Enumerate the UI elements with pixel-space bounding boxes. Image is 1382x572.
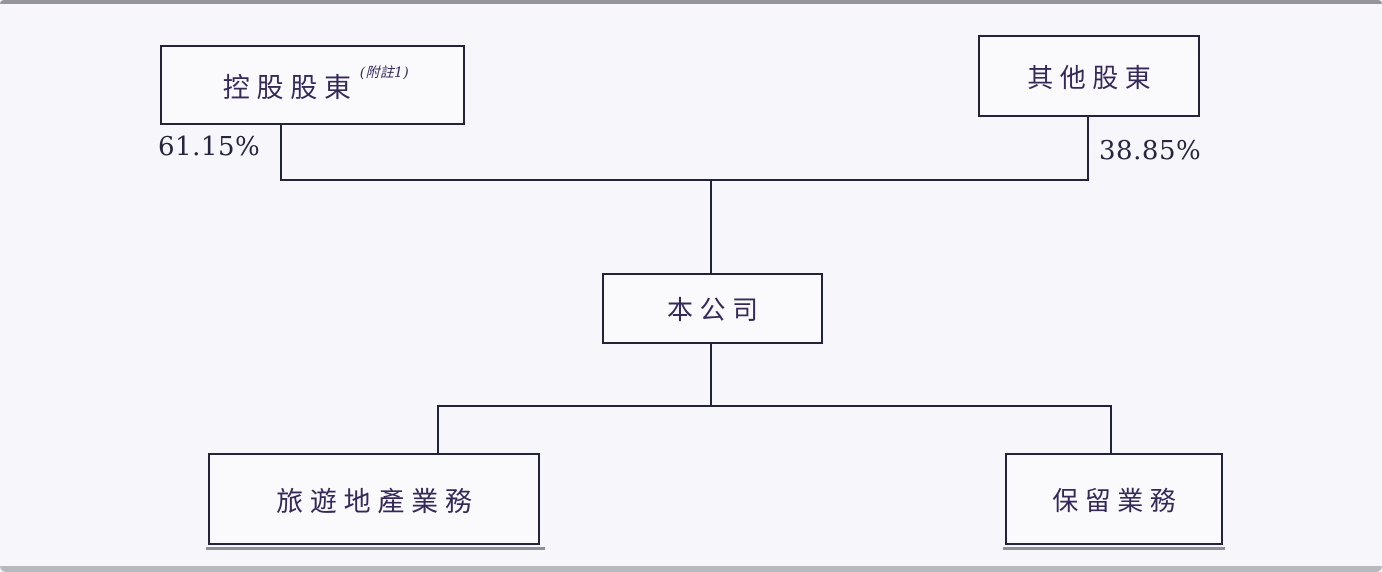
connector-other-drop bbox=[1087, 116, 1089, 180]
node-tourism-property-business-label: 旅遊地產業務 bbox=[276, 486, 479, 518]
node-controlling-shareholders: 控股股東(附註1) bbox=[160, 45, 465, 125]
node-retained-business-label: 保留業務 bbox=[1052, 486, 1183, 517]
note-1-superscript: (附註1) bbox=[359, 65, 409, 81]
connector-to-company bbox=[710, 179, 712, 274]
top-edge-bar bbox=[0, 0, 1382, 4]
connector-retained-drop bbox=[1110, 405, 1112, 454]
connector-controlling-drop bbox=[280, 124, 282, 180]
tourism-box-shadow-line bbox=[206, 547, 545, 550]
node-the-company: 本公司 bbox=[602, 273, 823, 344]
controlling-ownership-percentage: 61.15% bbox=[158, 132, 261, 162]
bottom-edge-bar bbox=[0, 566, 1382, 572]
connector-bottom-horizontal bbox=[437, 405, 1112, 407]
retained-box-shadow-line bbox=[1003, 547, 1225, 550]
node-other-shareholders-label: 其他股東 bbox=[1027, 63, 1158, 94]
node-other-shareholders: 其他股東 bbox=[978, 35, 1200, 117]
node-tourism-property-business: 旅遊地產業務 bbox=[208, 453, 540, 545]
node-controlling-shareholders-label: 控股股東 bbox=[222, 72, 358, 104]
other-ownership-percentage: 38.85% bbox=[1099, 136, 1202, 166]
node-retained-business: 保留業務 bbox=[1005, 453, 1223, 545]
connector-from-company bbox=[710, 343, 712, 406]
connector-tourism-drop bbox=[437, 405, 439, 454]
connector-top-horizontal bbox=[280, 179, 1089, 181]
node-the-company-label: 本公司 bbox=[666, 296, 765, 326]
